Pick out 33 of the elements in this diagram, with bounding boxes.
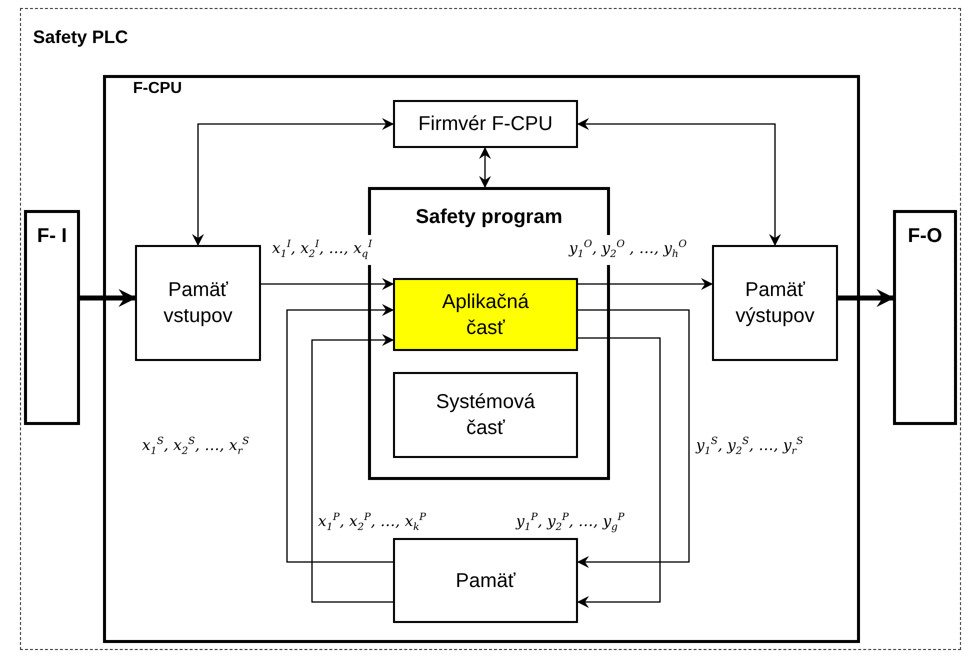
module-box xyxy=(893,210,957,425)
arrow xyxy=(311,334,394,603)
block-box xyxy=(393,100,578,148)
block-box xyxy=(712,245,838,361)
block-label: Aplikačná časť xyxy=(441,290,530,340)
block-box xyxy=(393,538,578,623)
block-label: Pamäť xyxy=(454,568,516,594)
double-arrow xyxy=(577,118,781,246)
block-label: Firmvér F-CPU xyxy=(417,112,554,137)
thick-arrow xyxy=(80,289,136,307)
block-label: Pamäť vstupov xyxy=(162,278,234,329)
module-label: F- I xyxy=(36,225,68,248)
block-box xyxy=(135,245,261,361)
program-frame xyxy=(368,187,610,480)
arrow xyxy=(261,278,394,290)
frame-title: Safety PLC xyxy=(33,27,128,48)
frame-title: Safety program xyxy=(414,206,564,229)
highlighted-block-box xyxy=(393,278,578,351)
block-box xyxy=(393,372,578,458)
arrow xyxy=(577,309,690,568)
double-arrow xyxy=(192,118,394,246)
module-box xyxy=(24,210,80,425)
block-label: Pamäť výstupov xyxy=(734,278,816,329)
thick-arrow xyxy=(838,289,894,307)
block-label: Systémová časť xyxy=(435,390,536,441)
module-label: F-O xyxy=(906,225,944,248)
cpu-frame xyxy=(103,75,860,643)
plc-frame xyxy=(20,8,961,650)
frame-title: F-CPU xyxy=(133,80,182,98)
double-arrow xyxy=(479,147,491,188)
arrow xyxy=(577,337,661,608)
arrow xyxy=(578,278,713,290)
arrow xyxy=(286,304,394,563)
